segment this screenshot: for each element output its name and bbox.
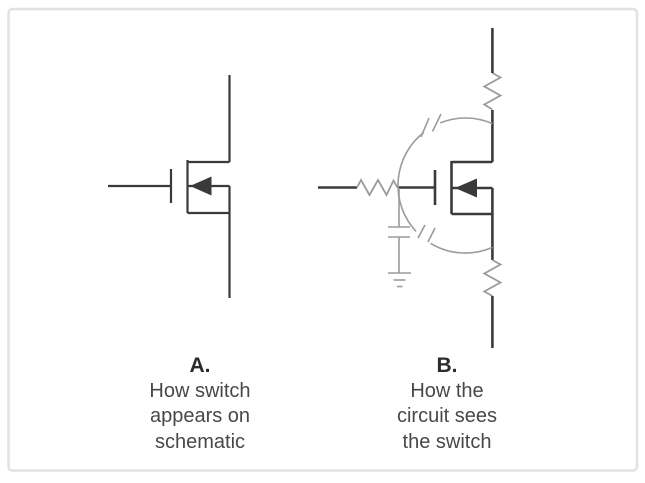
gate-drain-capacitor-icon	[420, 113, 442, 138]
panel-a-caption: A. How switch appears on schematic	[120, 353, 280, 455]
gate-terminal	[108, 169, 173, 203]
panel-a-label: A.	[189, 354, 211, 377]
mosfet-arrow-icon	[190, 176, 212, 196]
source-branch	[482, 214, 503, 348]
caption-line: the switch	[402, 430, 492, 453]
figure-border	[7, 7, 639, 472]
mosfet-equivalent-circuit-b	[318, 28, 503, 348]
caption-line: appears on	[149, 405, 251, 427]
mosfet-arrow-icon	[455, 178, 477, 198]
mosfet-body	[186, 160, 231, 215]
mosfet-symbol-a	[108, 75, 231, 298]
caption-line: schematic	[154, 430, 246, 453]
drain-resistor-icon	[482, 72, 503, 111]
panel-b-label: B.	[436, 354, 458, 377]
caption-line: circuit sees	[396, 405, 498, 427]
panel-b-caption: B. How the circuit sees the switch	[367, 353, 527, 455]
caption-line: How the	[410, 379, 484, 402]
caption-line: How switch	[149, 379, 251, 402]
gate-ground-capacitor-branch	[388, 188, 411, 288]
ground-icon	[388, 272, 411, 288]
gate-source-capacitor-icon	[417, 224, 436, 243]
parasitic-capacitance-arc	[397, 113, 493, 254]
mosfet-symbol-b	[433, 160, 494, 216]
source-resistor-icon	[482, 259, 503, 297]
gate-capacitor-icon	[388, 226, 410, 238]
drain-branch	[482, 28, 503, 162]
gate-resistor-icon	[356, 178, 399, 197]
